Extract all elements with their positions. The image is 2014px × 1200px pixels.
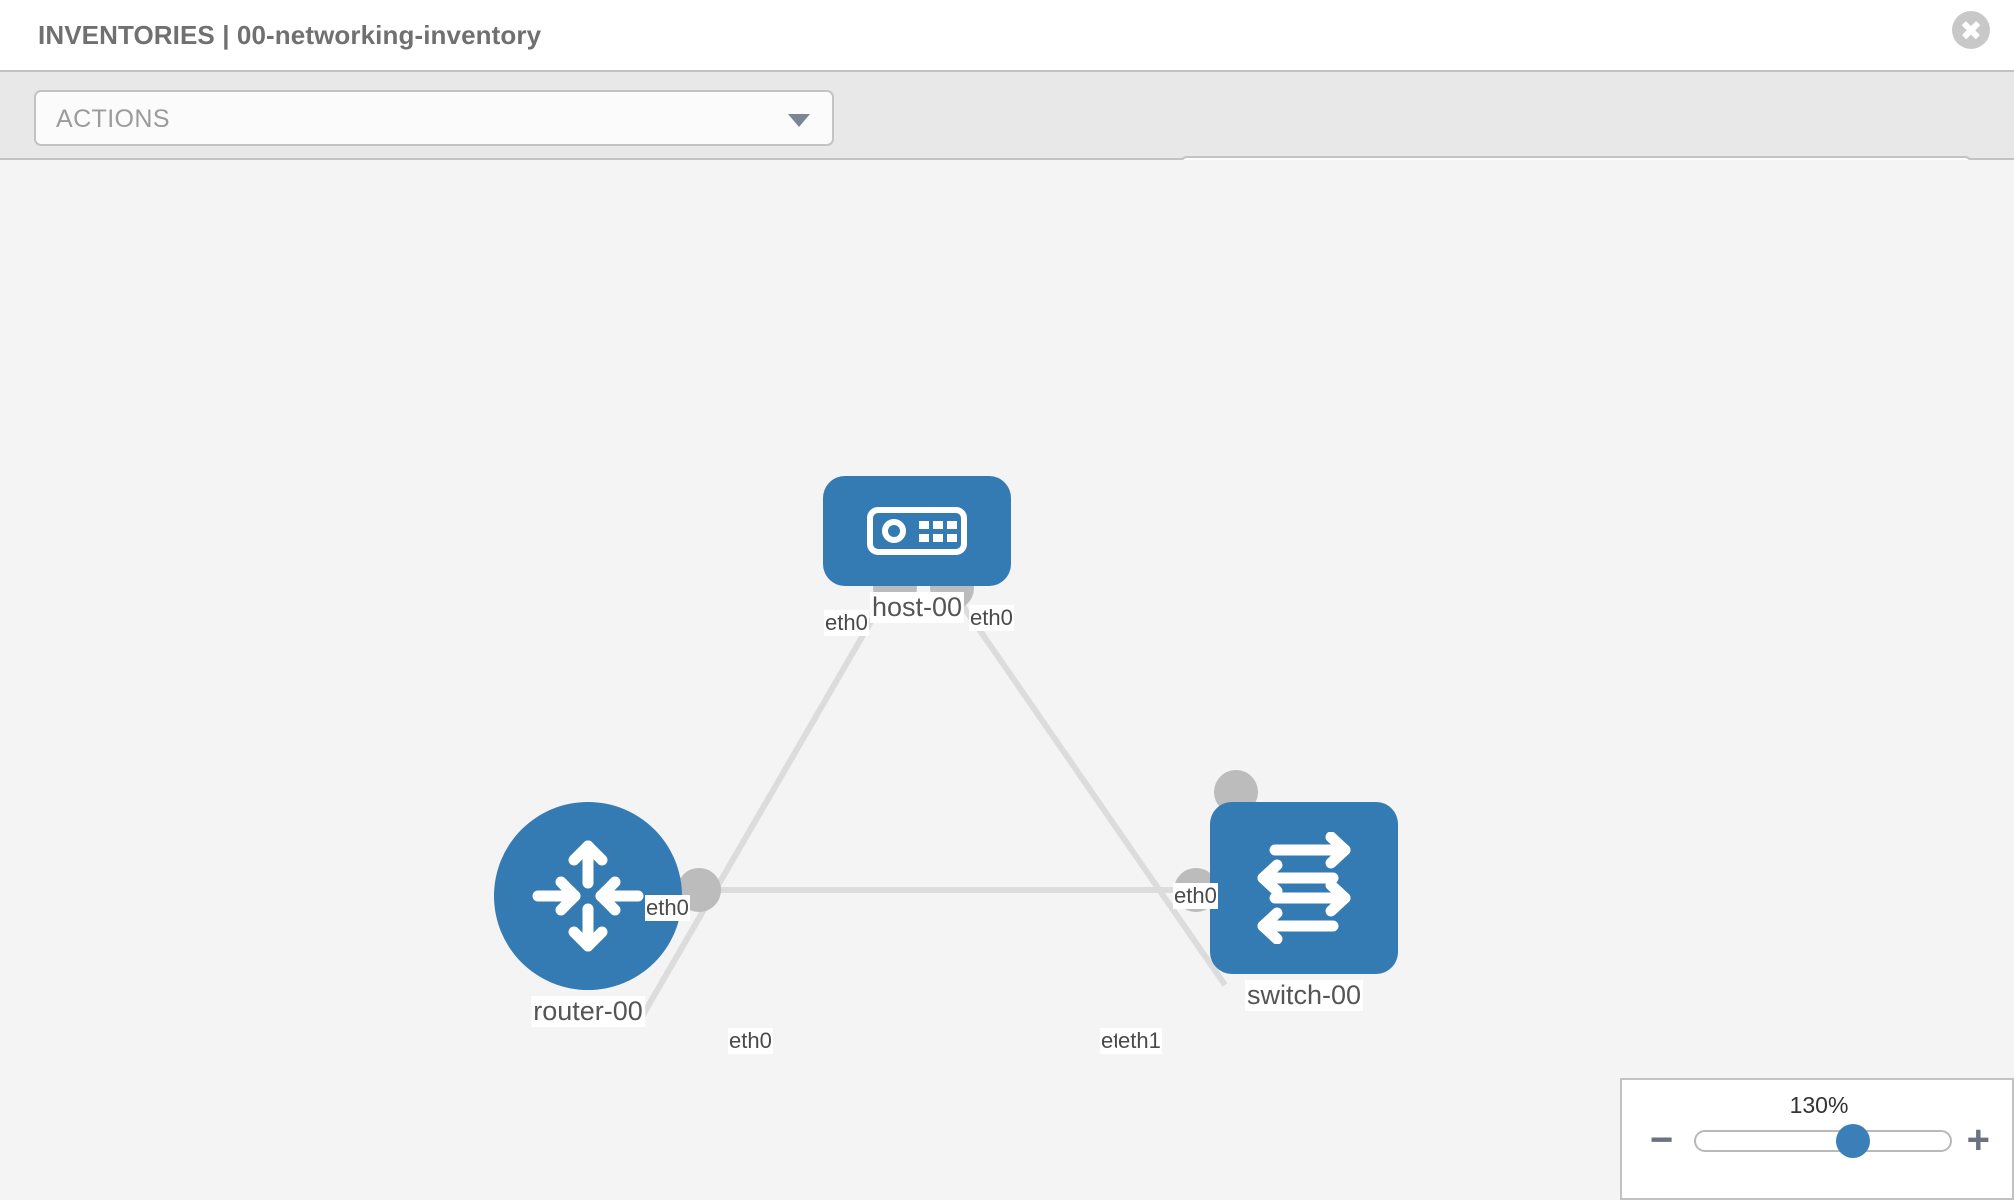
- node-host-00-label: host-00: [869, 592, 965, 623]
- actions-dropdown[interactable]: ACTIONS: [34, 90, 834, 146]
- node-switch-00-shape[interactable]: [1210, 802, 1398, 974]
- actions-dropdown-label: ACTIONS: [56, 105, 170, 133]
- iface-label-router-upper: eth0: [645, 895, 690, 921]
- node-host-00-shape[interactable]: [823, 476, 1011, 586]
- zoom-in-button[interactable]: +: [1966, 1118, 1990, 1162]
- close-icon[interactable]: [1952, 11, 1990, 49]
- server-icon: [867, 507, 967, 555]
- zoom-slider[interactable]: [1694, 1124, 1952, 1158]
- page-title: INVENTORIES | 00-networking-inventory: [38, 19, 542, 50]
- node-switch-00-label: switch-00: [1244, 980, 1364, 1011]
- topology-canvas[interactable]: host-00 router-00: [0, 160, 2014, 1200]
- topology-links: [637, 578, 1228, 1022]
- chevron-down-icon: [788, 114, 810, 127]
- iface-label-switch-upper: eth0: [1173, 883, 1218, 909]
- page-header: INVENTORIES | 00-networking-inventory: [0, 0, 2014, 70]
- zoom-level-label: 130%: [1789, 1092, 1849, 1118]
- iface-label-switch-left: eth1: [1117, 1028, 1162, 1054]
- iface-label-router-right: eth0: [728, 1028, 773, 1054]
- zoom-control-panel: 130% − +: [1620, 1078, 2014, 1200]
- zoom-slider-handle[interactable]: [1836, 1124, 1871, 1158]
- iface-label-host-left: eth0: [824, 610, 869, 636]
- switch-arrows-icon: [1257, 832, 1351, 944]
- router-arrows-icon: [532, 840, 644, 952]
- iface-label-host-right: eth0: [969, 605, 1014, 631]
- link-host-router[interactable]: [637, 578, 898, 1022]
- toolbar: ACTIONS SEARCH: [0, 70, 2014, 214]
- link-host-switch[interactable]: [942, 578, 1228, 987]
- node-router-00-shape[interactable]: [494, 802, 682, 990]
- node-router-00-label: router-00: [531, 996, 645, 1027]
- zoom-out-button[interactable]: −: [1650, 1118, 1674, 1162]
